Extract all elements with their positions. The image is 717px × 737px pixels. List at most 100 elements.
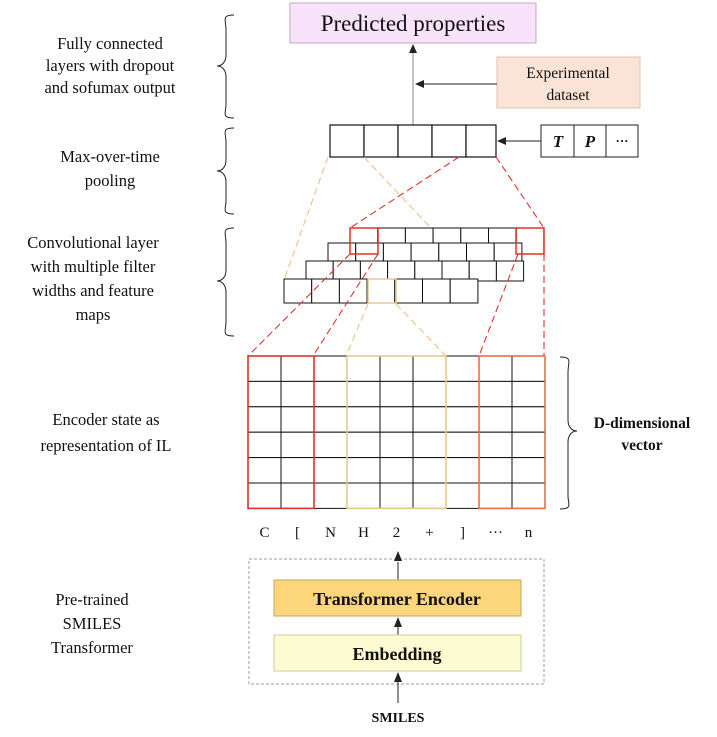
experimental-dataset-box: Experimental dataset (496, 56, 641, 109)
matrix-cell (280, 406, 315, 433)
matrix-cell (379, 406, 414, 433)
matrix-cell (313, 482, 348, 509)
embedding-rect (273, 634, 522, 672)
matrix-cell (313, 406, 348, 433)
encoder-state-matrix (247, 355, 546, 510)
conv-cell (327, 242, 357, 264)
matrix-cell (313, 380, 348, 408)
label-line: maps (76, 305, 111, 324)
conditions-box: T P ··· (540, 124, 639, 158)
pool-cell (431, 124, 467, 158)
matrix-cell (379, 482, 414, 509)
smiles-token: ··· (488, 525, 503, 541)
matrix-cell (247, 355, 282, 382)
label-encoder-state: Encoder state as representation of IL (40, 410, 171, 455)
label-line: with multiple filter (31, 257, 156, 276)
matrix-cell (346, 457, 381, 484)
conv-feature-maps (283, 227, 545, 304)
arrow-head-embedding (394, 672, 402, 682)
matrix-cell (412, 482, 447, 509)
matrix-cell (247, 406, 282, 433)
matrix-window-yellow (346, 355, 447, 510)
matrix-cell (346, 380, 381, 408)
matrix-cell (511, 482, 546, 509)
experimental-dataset-line: Experimental (526, 65, 610, 82)
matrix-cell (445, 380, 480, 408)
arrow-head-tokens (394, 551, 402, 561)
smiles-token: n (525, 525, 533, 541)
dashed-link-yellow (395, 303, 447, 357)
arrow-head-conditions (497, 137, 506, 145)
matrix-cell (478, 406, 513, 433)
smiles-token: ] (460, 525, 465, 541)
condition-pressure: P (584, 132, 596, 151)
matrix-cell (313, 431, 348, 459)
dashed-link-red (312, 253, 379, 357)
label-pretrained: Pre-trained SMILES Transformer (51, 590, 133, 657)
conv-cell (305, 260, 334, 282)
label-line: Convolutional layer (27, 233, 159, 252)
matrix-cell (412, 431, 447, 459)
condition-more: ··· (615, 133, 628, 148)
embedding-box: Embedding (273, 634, 522, 672)
experimental-dataset-rect (496, 56, 641, 109)
matrix-cell (313, 355, 348, 382)
transformer-encoder-label: Transformer Encoder (313, 589, 481, 609)
conv-cell (468, 260, 497, 282)
conv-cell (311, 278, 340, 304)
conv-cell (438, 242, 467, 264)
label-line: Fully connected (57, 34, 164, 53)
pool-cell (329, 124, 365, 158)
label-line: widths and feature (32, 281, 154, 300)
label-conv-layer: Convolutional layer with multiple filter… (27, 233, 159, 324)
matrix-cell (445, 406, 480, 433)
conv-highlight-red (349, 227, 379, 255)
matrix-cell (412, 406, 447, 433)
matrix-cell (379, 457, 414, 484)
d-vector-label: vector (621, 437, 662, 454)
label-max-pooling: Max-over-time pooling (60, 147, 160, 190)
matrix-cell (280, 457, 315, 484)
conv-cell (414, 260, 443, 282)
matrix-cell (511, 380, 546, 408)
embedding-label: Embedding (352, 644, 441, 664)
dashed-link-red (478, 253, 519, 357)
matrix-cell (412, 355, 447, 382)
conv-cell (466, 242, 495, 264)
smiles-token: C (259, 525, 269, 541)
matrix-cell (379, 380, 414, 408)
pool-cell (397, 124, 433, 158)
matrix-cell (445, 482, 480, 509)
conv-cell (441, 260, 470, 282)
predicted-properties-label: Predicted properties (321, 11, 506, 36)
matrix-cell (445, 431, 480, 459)
matrix-cell (478, 431, 513, 459)
matrix-cell (346, 482, 381, 509)
matrix-window-orange (478, 355, 546, 510)
label-line: pooling (85, 171, 135, 190)
conv-cell (359, 260, 389, 282)
matrix-cell (511, 457, 546, 484)
dashed-link-red (495, 156, 545, 229)
matrix-cell (280, 431, 315, 459)
matrix-cell (247, 380, 282, 408)
matrix-cell (247, 457, 282, 484)
matrix-cell (511, 406, 546, 433)
label-fully-connected: Fully connected layers with dropout and … (44, 34, 175, 97)
matrix-cell (280, 482, 315, 509)
matrix-cell (379, 355, 414, 382)
matrix-cell (478, 355, 513, 382)
pooling-vector (329, 124, 497, 158)
matrix-cell (346, 406, 381, 433)
smiles-token: [ (295, 525, 300, 541)
matrix-cell (379, 431, 414, 459)
matrix-cell (478, 482, 513, 509)
brace-max-pooling (216, 127, 235, 215)
conv-cell (394, 278, 423, 304)
conv-cell (332, 260, 361, 282)
dashed-link-yellow (363, 156, 432, 229)
transformer-encoder-rect (273, 579, 522, 617)
conv-cell (387, 260, 416, 282)
arrow-head-encoder (394, 617, 402, 627)
